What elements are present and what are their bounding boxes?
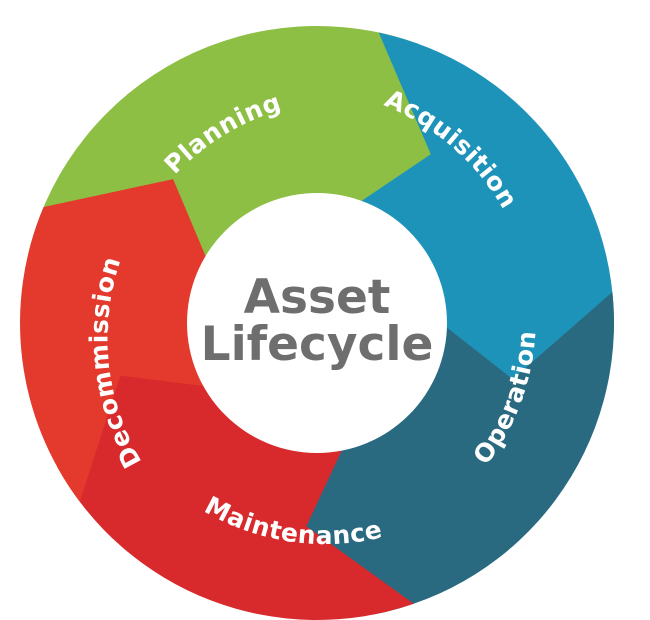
segment-planning xyxy=(30,25,454,295)
segment-decommission xyxy=(20,179,230,502)
segment-acquisition xyxy=(339,32,614,406)
center-title-line2: Lifecycle xyxy=(201,317,434,372)
segment-maintenance xyxy=(57,347,414,620)
segments xyxy=(20,25,615,620)
center-circle xyxy=(187,193,447,453)
center-title-line1: Asset xyxy=(244,270,391,325)
segment-operation xyxy=(278,292,615,615)
